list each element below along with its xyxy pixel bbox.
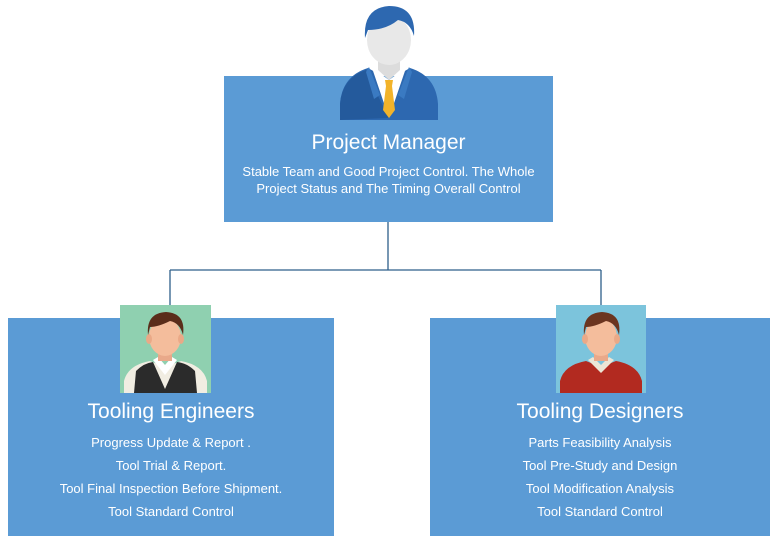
td-duty-line: Tool Modification Analysis (525, 481, 675, 496)
designer-avatar-icon (556, 305, 646, 393)
te-duty-line: Progress Update & Report . (91, 435, 251, 450)
te-duty-line: Tool Trial & Report. (115, 458, 227, 473)
pm-line: Stable Team and Good Project Control. Th… (242, 164, 535, 179)
td-duty-line: Tool Standard Control (537, 504, 663, 519)
te-duty-line: Tool Final Inspection Before Shipment. (59, 481, 283, 496)
te-duty-line: Tool Standard Control (108, 504, 234, 519)
tooling-engineers-duties: Progress Update & Report . Tool Trial & … (8, 431, 334, 523)
tooling-designers-duties: Parts Feasibility Analysis Tool Pre-Stud… (430, 431, 770, 523)
td-duty-line: Tool Pre-Study and Design (522, 458, 678, 473)
manager-avatar-icon (336, 0, 442, 120)
project-manager-description: Stable Team and Good Project Control. Th… (224, 163, 553, 197)
td-duty-line: Parts Feasibility Analysis (528, 435, 672, 450)
project-manager-title: Project Manager (311, 131, 466, 154)
pm-line: Project Status and The Timing Overall Co… (256, 181, 521, 196)
tooling-designers-title: Tooling Designers (516, 400, 684, 423)
tooling-engineers-title: Tooling Engineers (87, 400, 255, 423)
engineer-avatar-icon (120, 305, 211, 393)
